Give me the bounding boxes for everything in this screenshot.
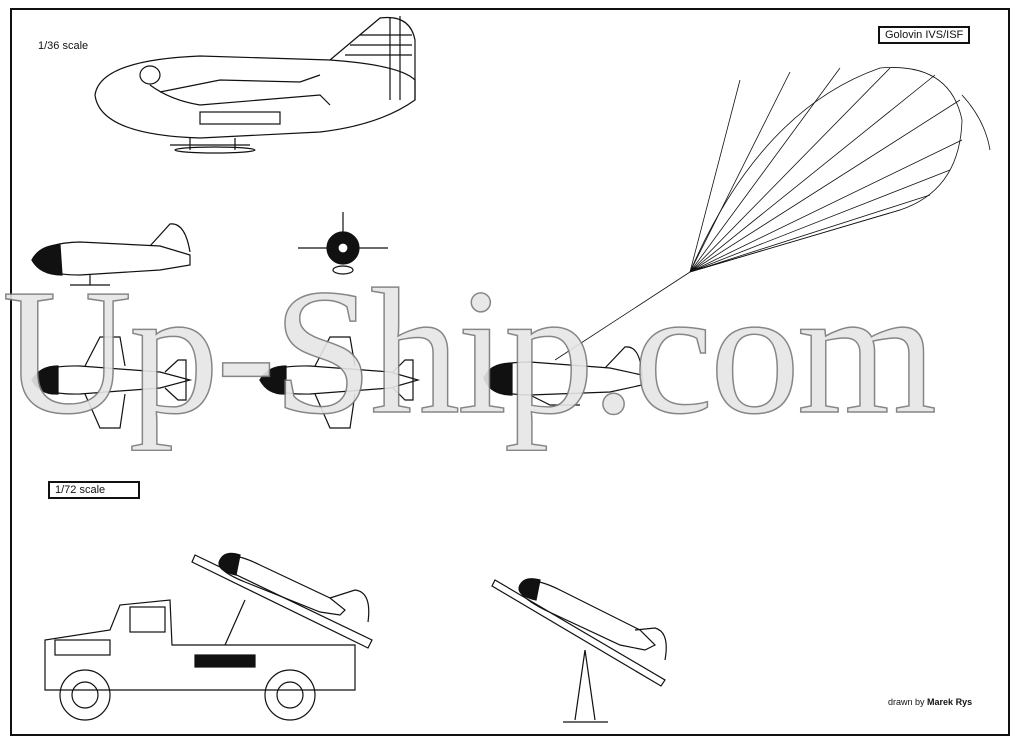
top-view-aircraft-2 — [259, 336, 421, 429]
cutaway-aircraft — [94, 16, 416, 154]
launch-truck — [44, 552, 373, 721]
watermark: Up-Ship.com — [1, 252, 937, 451]
credit-prefix: drawn by — [888, 697, 925, 707]
front-view-aircraft — [298, 212, 388, 275]
credit: drawn by Marek Rys — [888, 697, 972, 707]
parachute — [554, 67, 991, 361]
stand-launcher — [491, 578, 667, 723]
scale-label-1-36: 1/36 scale — [38, 40, 89, 52]
credit-name: Marek Rys — [927, 697, 973, 707]
drawing-frame — [10, 8, 1010, 736]
parachute-aircraft — [483, 346, 643, 406]
title-box: Golovin IVS/ISF — [878, 26, 971, 44]
side-view-aircraft — [31, 223, 191, 286]
top-view-aircraft-1 — [31, 336, 193, 429]
scale-label-1-72: 1/72 scale — [48, 481, 140, 499]
